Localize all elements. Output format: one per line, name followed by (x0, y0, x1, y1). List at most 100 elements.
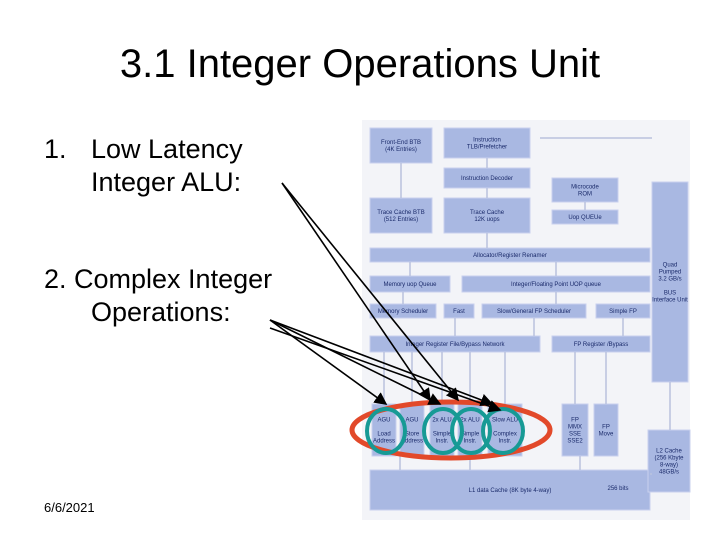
block-label: Trace Cache (470, 210, 505, 216)
block-label: (4K Entries) (385, 147, 417, 153)
block-label: Store (405, 432, 420, 438)
block-label: Integer/Floating Point UOP queue (511, 282, 602, 288)
block-uop-queue: Uop QUEUe (551, 209, 619, 225)
block-label: Address (401, 439, 423, 445)
block-label: Address (373, 439, 395, 445)
block-rect (561, 403, 589, 457)
pointer-arrow (281, 182, 431, 402)
block-rect (593, 403, 619, 457)
block-label: 48GB/s (659, 470, 679, 476)
block-label: Trace Cache BTB (377, 210, 424, 216)
block-label: Move (599, 432, 614, 438)
bullet-text-line-2: Integer ALU: (91, 167, 242, 197)
block-fast-sched: Fast (443, 303, 475, 319)
block-label: FP (571, 418, 579, 424)
block-label: MMX (568, 425, 582, 431)
block-label: Integer Register File/Bypass Network (405, 342, 505, 348)
block-label: Simple (461, 432, 480, 438)
block-rect (369, 127, 433, 164)
block-label: Simple FP (609, 309, 637, 315)
block-label: Quad (663, 263, 678, 269)
block-label: Interface Unit (652, 298, 688, 304)
inner-highlight-ring (450, 407, 492, 455)
block-frontend-btb: Front-End BTB(4K Entries) (369, 127, 433, 164)
block-l1-cache: L1 data Cache (8K byte 4-way) (369, 469, 651, 511)
block-label: Simple (433, 432, 452, 438)
block-allocator: Allocator/Register Renamer (369, 247, 651, 263)
block-slow-sched: Slow/General FP Scheduler (481, 303, 587, 319)
block-label: (256 Kbyte (654, 456, 684, 462)
block-rect (369, 247, 651, 263)
block-rect (443, 303, 475, 319)
block-label: (512 Entries) (384, 217, 418, 223)
bullet-text-line-1: 2. Complex Integer (44, 264, 273, 294)
block-rect (369, 469, 651, 511)
block-label: Load (377, 432, 390, 438)
pointer-arrow (269, 327, 502, 413)
bullet-number: 1. (44, 134, 67, 164)
block-label: Pumped (659, 270, 681, 276)
bullet-text-line-2: Operations: (91, 297, 231, 327)
pointer-arrow (269, 319, 442, 405)
outer-highlight-ring (349, 399, 553, 461)
block-label: Microcode (571, 185, 599, 191)
inner-highlight-ring (422, 407, 464, 455)
block-label: Instr. (498, 439, 511, 445)
block-label: AGU (405, 418, 418, 424)
block-label: Instr. (463, 439, 476, 445)
block-label: L1 data Cache (8K byte 4-way) (469, 488, 552, 494)
pointer-arrows (269, 182, 502, 413)
pointer-arrow (269, 319, 388, 405)
block-label: SSE2 (567, 439, 583, 445)
inner-highlight-ring (481, 407, 525, 455)
block-decoder: Instruction Decoder (443, 167, 531, 189)
block-label: Slow ALU (492, 418, 518, 424)
slide-title: 3.1 Integer Operations Unit (119, 42, 601, 86)
block-label: L2 Cache (656, 449, 682, 455)
block-label: Memory uop Queue (383, 282, 437, 288)
block-rect (651, 181, 689, 383)
block-label: Instruction Decoder (461, 176, 513, 182)
block-label: FP (602, 425, 610, 431)
block-label: Fast (453, 309, 465, 315)
bullet-complex-integer: 2. Complex Integer Operations: (44, 263, 272, 329)
block-label: FP Register /Bypass (574, 342, 629, 348)
block-rect (551, 177, 619, 203)
block-label: Complex (493, 432, 517, 438)
block-simple-fp: Simple FP (595, 303, 651, 319)
block-label: Slow/General FP Scheduler (497, 309, 571, 315)
block-label: SSE (569, 432, 581, 438)
block-label: Front-End BTB (381, 140, 421, 146)
block-fp-regfile: FP Register /Bypass (551, 335, 651, 353)
block-label: 3.2 GB/s (658, 277, 681, 283)
block-label: 2x ALU (460, 418, 479, 424)
block-label: 12K uops (474, 217, 499, 223)
block-label: Instruction (473, 138, 501, 144)
block-rect (551, 335, 651, 353)
bullet-text-line-1: Low Latency (91, 134, 243, 164)
pointer-arrow (269, 319, 494, 407)
block-label: Instr. (435, 439, 448, 445)
bandwidth-label: 256 bits (607, 486, 628, 492)
block-rect (647, 429, 691, 493)
block-label: BUS (664, 291, 676, 297)
inner-highlight-ring (365, 407, 407, 455)
pointer-arrow (281, 182, 460, 402)
block-label: Memory Scheduler (378, 309, 428, 315)
diagram-blocks: Front-End BTB(4K Entries) InstructionTLB/… (369, 127, 691, 511)
block-label: TLB/Prefetcher (467, 145, 507, 151)
block-label: Uop QUEUe (568, 215, 602, 221)
block-rect (443, 127, 531, 159)
block-label: Allocator/Register Renamer (473, 253, 547, 259)
footer-date: 6/6/2021 (44, 500, 95, 515)
block-mem-queue: Memory uop Queue (369, 275, 451, 293)
block-label: 2x ALU (432, 418, 451, 424)
